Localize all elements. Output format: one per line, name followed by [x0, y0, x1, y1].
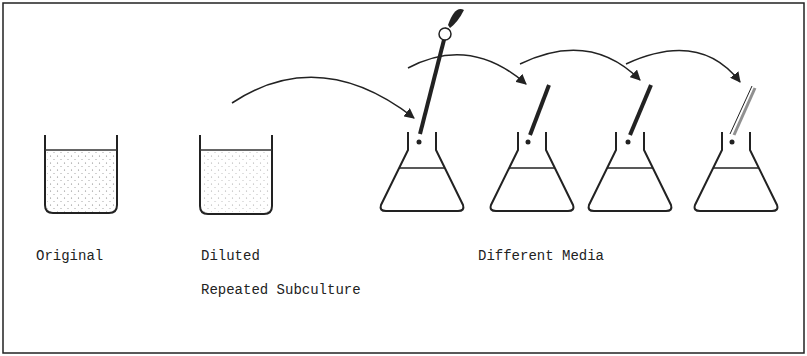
- original-beaker: [45, 135, 117, 213]
- flasks: [381, 132, 778, 211]
- diluted-beaker: [200, 135, 272, 214]
- pipettes: [417, 9, 756, 145]
- flasks-label: Different Media: [478, 248, 604, 265]
- transfer-arrows: [232, 50, 740, 118]
- beaker-label: Diluted: [201, 248, 260, 265]
- frame: [3, 3, 804, 353]
- process-label: Repeated Subculture: [201, 282, 361, 299]
- beaker-label: Original: [36, 248, 103, 265]
